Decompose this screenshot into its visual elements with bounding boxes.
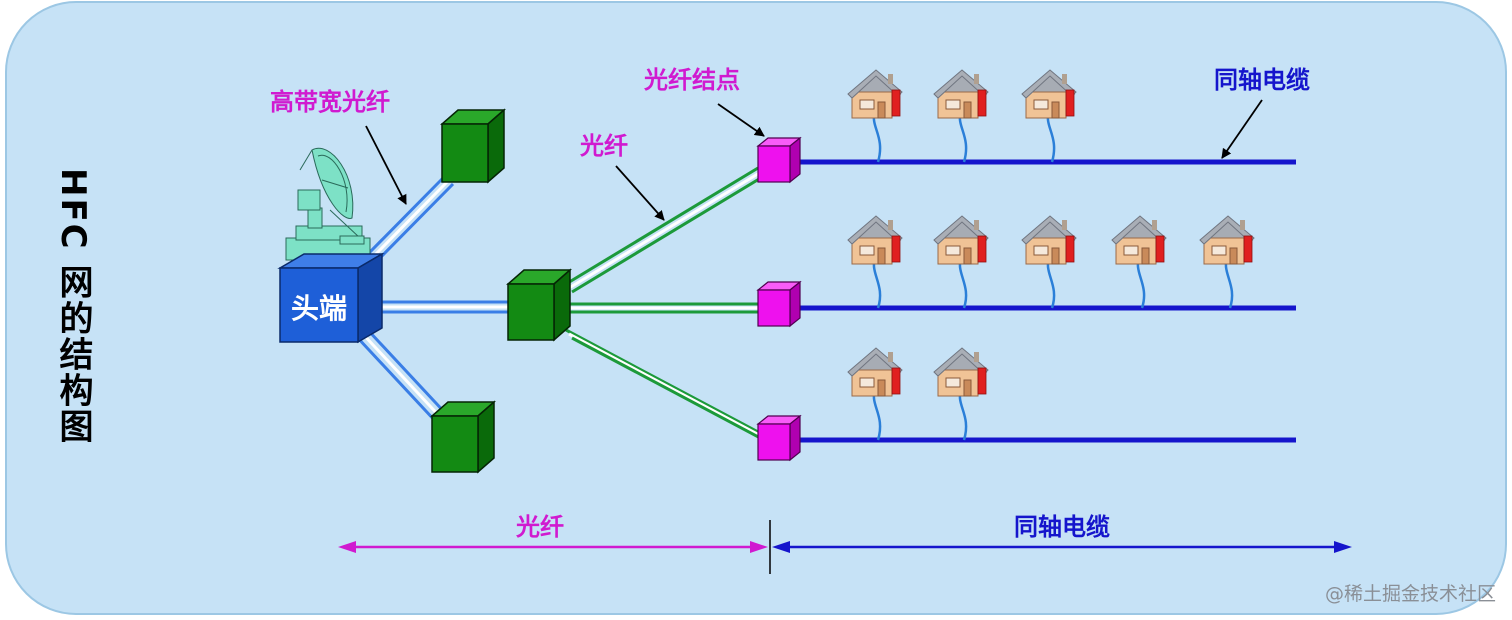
hub-box-main bbox=[506, 268, 572, 342]
watermark: @稀土掘金技术社区 bbox=[1324, 583, 1496, 605]
fiber-label: 光纤 bbox=[579, 132, 628, 160]
satellite-dish-icon bbox=[285, 147, 371, 261]
coax-pointer bbox=[1221, 99, 1263, 159]
coax-lines bbox=[800, 159, 1296, 443]
fiber-node-3 bbox=[756, 414, 802, 462]
bottom-scale: 光纤 同轴电缆 bbox=[338, 513, 1352, 574]
fiber-links bbox=[565, 166, 765, 442]
fiber-span-label: 光纤 bbox=[515, 513, 564, 541]
fiber-pointer bbox=[615, 165, 665, 221]
headend-label: 头端 bbox=[291, 292, 347, 325]
hub-box-bottom bbox=[430, 400, 496, 474]
headend-box: 头端 bbox=[277, 252, 385, 344]
coax-span-arrow-right bbox=[1334, 541, 1352, 553]
high-bandwidth-fiber-label: 高带宽光纤 bbox=[270, 88, 390, 116]
hub-box-top bbox=[440, 108, 506, 184]
coax-span-arrow-left bbox=[772, 541, 790, 553]
coax-span-label: 同轴电缆 bbox=[1014, 513, 1110, 541]
high-bandwidth-fibers bbox=[354, 174, 510, 426]
fiber-node-label: 光纤结点 bbox=[643, 66, 740, 94]
fiber-node-pointer bbox=[717, 103, 765, 137]
high-bandwidth-fiber-pointer bbox=[365, 125, 407, 205]
fiber-span-arrow-right bbox=[750, 541, 768, 553]
fiber-span-arrow-left bbox=[338, 541, 356, 553]
coax-label: 同轴电缆 bbox=[1214, 66, 1310, 94]
fiber-node-1 bbox=[756, 136, 802, 184]
fiber-node-2 bbox=[756, 280, 802, 328]
diagram-title: HFC 网的结构图 bbox=[53, 168, 93, 445]
